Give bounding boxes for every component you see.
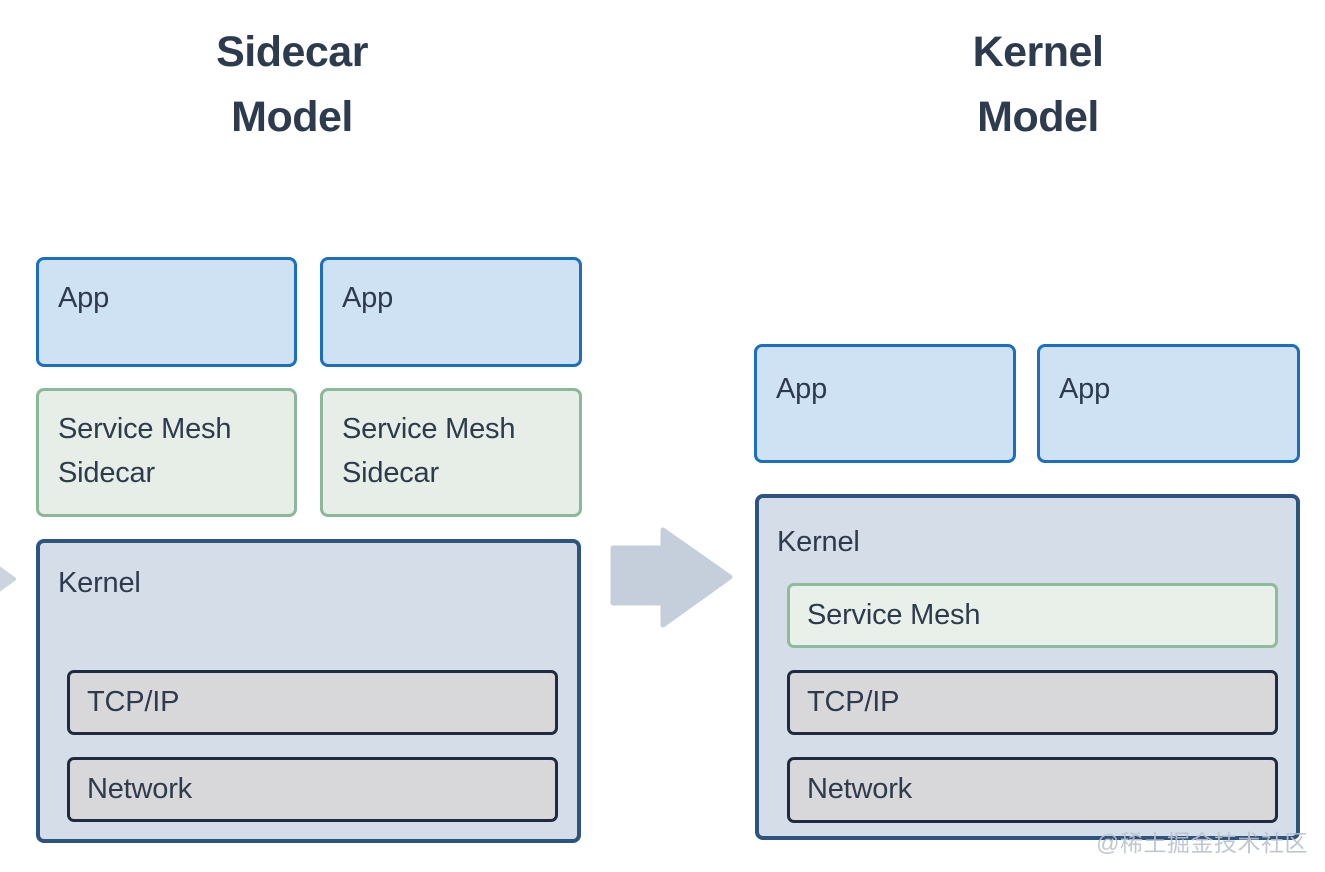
app-label: App bbox=[1059, 373, 1110, 405]
kernel-model-app-box-2: App bbox=[1037, 344, 1300, 463]
kernel-model-title: Kernel Model bbox=[906, 20, 1170, 150]
sidecar-model-app-box-2: App bbox=[320, 257, 582, 367]
sidecar-model-title: Sidecar Model bbox=[160, 20, 424, 150]
network-label: Network bbox=[87, 772, 192, 805]
kernel-model-title-line2: Model bbox=[977, 93, 1099, 141]
service-mesh-sidecar-label-line2: Sidecar bbox=[58, 457, 155, 489]
app-label: App bbox=[58, 282, 109, 314]
sidecar-model-kernel-box: Kernel TCP/IP Network bbox=[36, 539, 581, 843]
kernel-model-kernel-box: Kernel Service Mesh TCP/IP Network bbox=[755, 494, 1300, 840]
sidecar-model-title-line1: Sidecar bbox=[216, 28, 368, 76]
kernel-label: Kernel bbox=[777, 526, 860, 558]
app-label: App bbox=[342, 282, 393, 314]
tcpip-layer-box: TCP/IP bbox=[67, 670, 558, 735]
app-label: App bbox=[776, 373, 827, 405]
service-mesh-sidecar-label-line1: Service Mesh bbox=[342, 413, 516, 445]
transform-right-arrow-icon bbox=[610, 527, 733, 628]
service-mesh-layer-box: Service Mesh bbox=[787, 583, 1278, 648]
sidecar-model-title-line2: Model bbox=[231, 93, 353, 141]
watermark-text: @稀土掘金技术社区 bbox=[1096, 830, 1308, 856]
service-mesh-sidecar-label-line2: Sidecar bbox=[342, 457, 439, 489]
network-layer-box: Network bbox=[67, 757, 558, 822]
kernel-model-app-box-1: App bbox=[754, 344, 1016, 463]
service-mesh-sidecar-label-line1: Service Mesh bbox=[58, 413, 232, 445]
tcpip-label: TCP/IP bbox=[87, 685, 180, 718]
service-mesh-label: Service Mesh bbox=[807, 598, 981, 631]
tcpip-layer-box: TCP/IP bbox=[787, 670, 1278, 735]
sidecar-model-app-box-1: App bbox=[36, 257, 297, 367]
edge-right-arrow-icon bbox=[0, 566, 16, 592]
kernel-model-title-line1: Kernel bbox=[972, 28, 1104, 76]
network-layer-box: Network bbox=[787, 757, 1278, 823]
service-mesh-sidecar-box-2: Service Mesh Sidecar bbox=[320, 388, 582, 517]
kernel-label: Kernel bbox=[58, 567, 141, 599]
service-mesh-sidecar-box-1: Service Mesh Sidecar bbox=[36, 388, 297, 517]
tcpip-label: TCP/IP bbox=[807, 685, 900, 718]
network-label: Network bbox=[807, 773, 912, 806]
